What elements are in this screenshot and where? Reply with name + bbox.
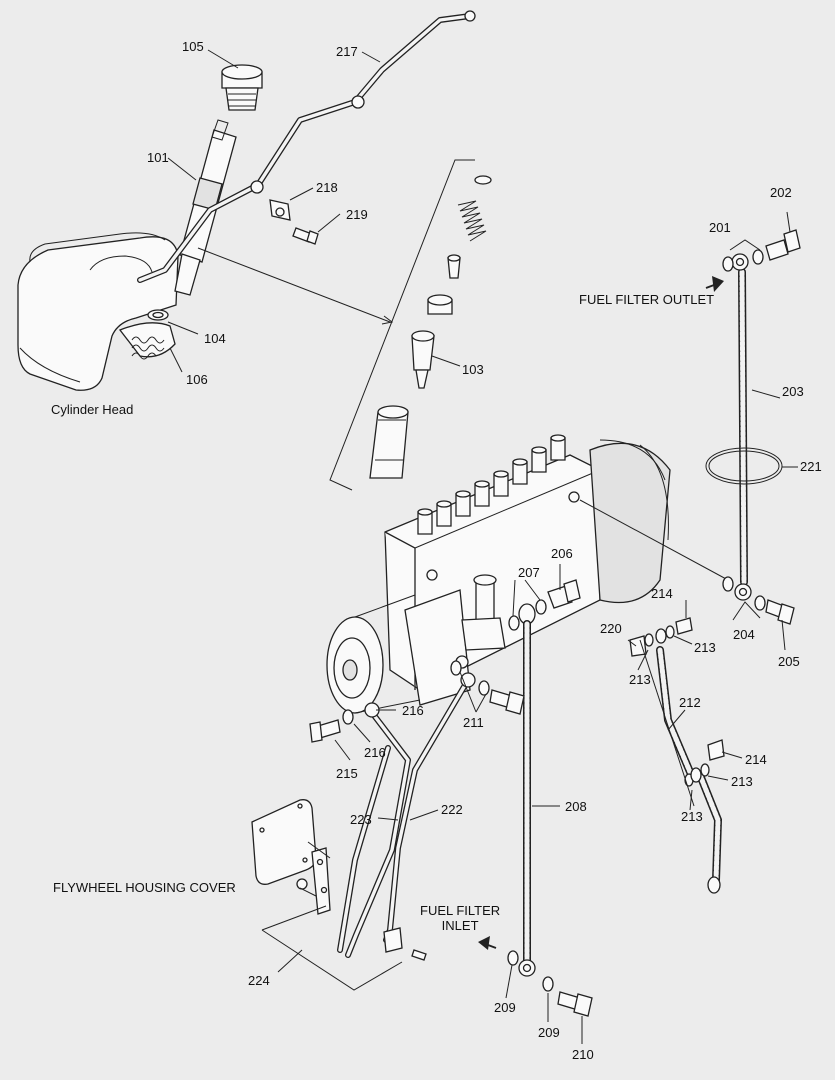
callout-209-a: 209 [494, 1000, 516, 1015]
callout-221: 221 [800, 459, 822, 474]
caption-fuel-filter-inlet-line2: INLET [441, 917, 479, 933]
leader-201 [729, 239, 761, 251]
arrow-inlet-head [478, 936, 490, 950]
leader-lines [167, 49, 798, 1044]
callout-215: 215 [336, 766, 358, 781]
leak-off-pipe-217 [137, 10, 476, 283]
callout-203: 203 [782, 384, 804, 399]
delivery-valves [417, 434, 566, 535]
injection-pump [326, 434, 729, 714]
callout-103: 103 [462, 362, 484, 377]
nozzle-inset-frame [197, 159, 492, 491]
callout-201: 201 [709, 220, 731, 235]
fuel-tube-208 [507, 620, 593, 1017]
callout-212: 212 [679, 695, 701, 710]
callout-204: 204 [733, 627, 755, 642]
callout-105: 105 [182, 39, 204, 54]
clamp-218 [269, 199, 291, 221]
caption-cylinder-head: Cylinder Head [51, 402, 134, 417]
banjo-fitting-206 [508, 579, 581, 631]
callout-216-a: 216 [402, 703, 424, 718]
caption-fuel-filter-inlet: FUEL FILTER INLET [420, 903, 501, 934]
fuel-tube-203 [722, 229, 801, 625]
arrow-outlet-head [712, 276, 724, 292]
callout-211: 211 [463, 715, 484, 730]
flywheel-housing-cover [251, 799, 427, 991]
callout-223: 223 [350, 812, 372, 827]
callout-210: 210 [572, 1047, 594, 1062]
spring-clip-106 [131, 336, 165, 360]
callout-220: 220 [600, 621, 622, 636]
caption-fuel-filter-outlet: FUEL FILTER OUTLET [579, 292, 715, 307]
callout-224: 224 [248, 973, 270, 988]
callout-214-b: 214 [745, 752, 767, 767]
callout-218: 218 [316, 180, 338, 195]
callout-208: 208 [565, 799, 587, 814]
callout-106: 106 [186, 372, 208, 387]
callout-205: 205 [778, 654, 800, 669]
callout-216-b: 216 [364, 745, 386, 760]
callout-213-c: 213 [731, 774, 753, 789]
callout-213-b: 213 [629, 672, 651, 687]
caption-flywheel-housing-cover: FLYWHEEL HOUSING COVER [53, 880, 236, 895]
cylinder-head [17, 232, 179, 391]
callout-219: 219 [346, 207, 368, 222]
callout-104: 104 [204, 331, 226, 346]
callout-222: 222 [441, 802, 463, 817]
fuel-hose-212 [629, 617, 725, 894]
callout-213-a: 213 [694, 640, 716, 655]
bolt-219 [292, 227, 319, 245]
leader-204 [732, 601, 761, 621]
caption-fuel-filter-inlet-line1: FUEL FILTER [420, 903, 501, 918]
callout-101: 101 [147, 150, 169, 165]
fuel-pipes-222-223 [309, 660, 525, 958]
nut-105 [221, 64, 263, 111]
callout-217: 217 [336, 44, 358, 59]
callout-214-a: 214 [651, 586, 673, 601]
callout-202: 202 [770, 185, 792, 200]
spring [457, 200, 487, 242]
clamp-band-221 [705, 447, 783, 485]
callout-207: 207 [518, 565, 540, 580]
callout-213-d: 213 [681, 809, 703, 824]
callout-209-b: 209 [538, 1025, 560, 1040]
callout-206: 206 [551, 546, 573, 561]
